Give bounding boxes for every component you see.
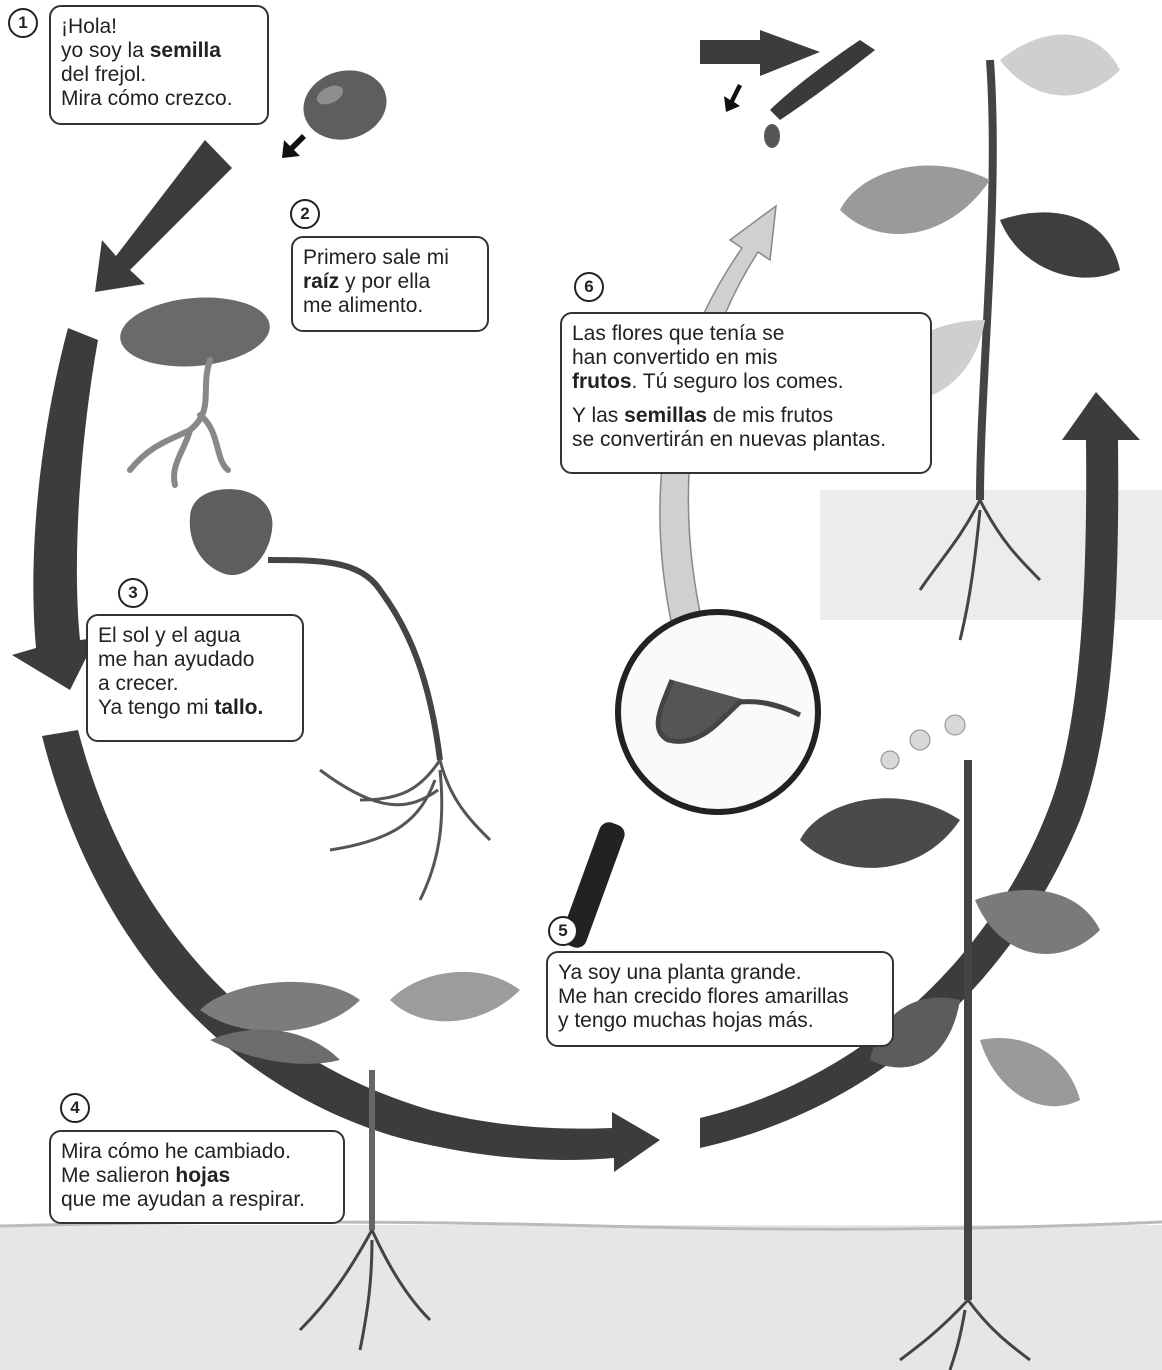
mature-plant-leaf-2	[840, 166, 990, 234]
falling-seed	[764, 124, 780, 148]
magnifying-glass	[559, 612, 818, 951]
line-text: del frejol.	[61, 63, 146, 86]
bubble-line: a crecer.	[98, 672, 292, 696]
line-text: me han ayudado	[98, 648, 254, 671]
line-text: yo soy la	[61, 39, 150, 62]
bubble-line: Ya tengo mi tallo.	[98, 696, 292, 720]
bubble-line: raíz y por ella	[303, 270, 477, 294]
bubble-line: han convertido en mis	[572, 346, 920, 370]
line-text: ¡Hola!	[61, 15, 117, 38]
line-text: han convertido en mis	[572, 346, 777, 369]
bubble-line: Las flores que tenía se	[572, 322, 920, 346]
line-text: Mira cómo crezco.	[61, 87, 233, 110]
speech-bubble-step-1: ¡Hola!yo soy la semilladel frejol.Mira c…	[49, 5, 269, 125]
bold-keyword: semillas	[624, 404, 707, 427]
flowering-plant-leaf-4	[980, 1038, 1080, 1106]
flower-2	[945, 715, 965, 735]
soil-strip	[0, 1225, 1162, 1370]
line-text: Me han crecido flores amarillas	[558, 985, 849, 1008]
sprout-root	[130, 360, 228, 485]
line-text: y tengo muchas hojas más.	[558, 1009, 814, 1032]
bubble-line: Mira cómo crezco.	[61, 87, 257, 111]
bubble-line: Primero sale mi	[303, 246, 477, 270]
line-text: Primero sale mi	[303, 246, 449, 269]
bubble-line: ¡Hola!	[61, 15, 257, 39]
bold-keyword: tallo.	[214, 696, 263, 719]
pointer-arrow-fruit	[724, 84, 742, 112]
line-text: se convertirán en nuevas plantas.	[572, 428, 886, 451]
line-text: que me ayudan a respirar.	[61, 1188, 305, 1211]
line-gap	[572, 394, 920, 404]
bubble-line: Me salieron hojas	[61, 1164, 333, 1188]
mature-plant-leaf-1	[1000, 35, 1120, 96]
bubble-line: me han ayudado	[98, 648, 292, 672]
line-text: Me salieron	[61, 1164, 175, 1187]
bubble-line: Me han crecido flores amarillas	[558, 985, 882, 1009]
flower-3	[881, 751, 899, 769]
line-text: El sol y el agua	[98, 624, 240, 647]
young-plant-leaf-left-2	[210, 1030, 340, 1064]
bubble-line: y tengo muchas hojas más.	[558, 1009, 882, 1033]
young-plant-leaf-right	[390, 972, 520, 1021]
bubble-line: me alimento.	[303, 294, 477, 318]
pointer-arrow-seed	[282, 134, 306, 158]
sprouting-seed	[117, 292, 272, 373]
line-text: Ya soy una planta grande.	[558, 961, 802, 984]
bubble-line: Mira cómo he cambiado.	[61, 1140, 333, 1164]
bubble-line: se convertirán en nuevas plantas.	[572, 428, 920, 452]
step-number-4: 4	[60, 1093, 90, 1123]
step-number-3: 3	[118, 578, 148, 608]
line-text: Ya tengo mi	[98, 696, 214, 719]
step-number-5: 5	[548, 916, 578, 946]
bubble-line: yo soy la semilla	[61, 39, 257, 63]
bubble-line: que me ayudan a respirar.	[61, 1188, 333, 1212]
bubble-line: frutos. Tú seguro los comes.	[572, 370, 920, 394]
bold-keyword: semilla	[150, 39, 221, 62]
line-text: me alimento.	[303, 294, 423, 317]
line-text: y por ella	[339, 270, 430, 293]
cycle-arrow-segment-5	[700, 30, 820, 76]
bold-keyword: frutos	[572, 370, 632, 393]
bean-seed	[296, 61, 395, 148]
line-text: Y las	[572, 404, 624, 427]
line-text: de mis frutos	[707, 404, 833, 427]
line-text: Mira cómo he cambiado.	[61, 1140, 291, 1163]
step-number-2: 2	[290, 199, 320, 229]
line-text: Las flores que tenía se	[572, 322, 784, 345]
bold-keyword: raíz	[303, 270, 339, 293]
line-text: . Tú seguro los comes.	[632, 370, 844, 393]
speech-bubble-step-5: Ya soy una planta grande.Me han crecido …	[546, 951, 894, 1047]
step-number-1: 1	[8, 8, 38, 38]
bubble-line: Ya soy una planta grande.	[558, 961, 882, 985]
bubble-line: El sol y el agua	[98, 624, 292, 648]
seedling-roots	[320, 760, 490, 900]
cycle-arrow-segment-1	[95, 140, 232, 292]
mature-plant-stem	[980, 60, 993, 500]
step-number-6: 6	[574, 272, 604, 302]
bubble-line: del frejol.	[61, 63, 257, 87]
mature-plant-leaf-3	[1000, 212, 1120, 277]
flower-1	[910, 730, 930, 750]
bold-keyword: hojas	[175, 1164, 230, 1187]
line-text: a crecer.	[98, 672, 179, 695]
flowering-plant-leaf-1	[800, 798, 960, 868]
seedling-head	[190, 489, 273, 575]
bubble-line: Y las semillas de mis frutos	[572, 404, 920, 428]
